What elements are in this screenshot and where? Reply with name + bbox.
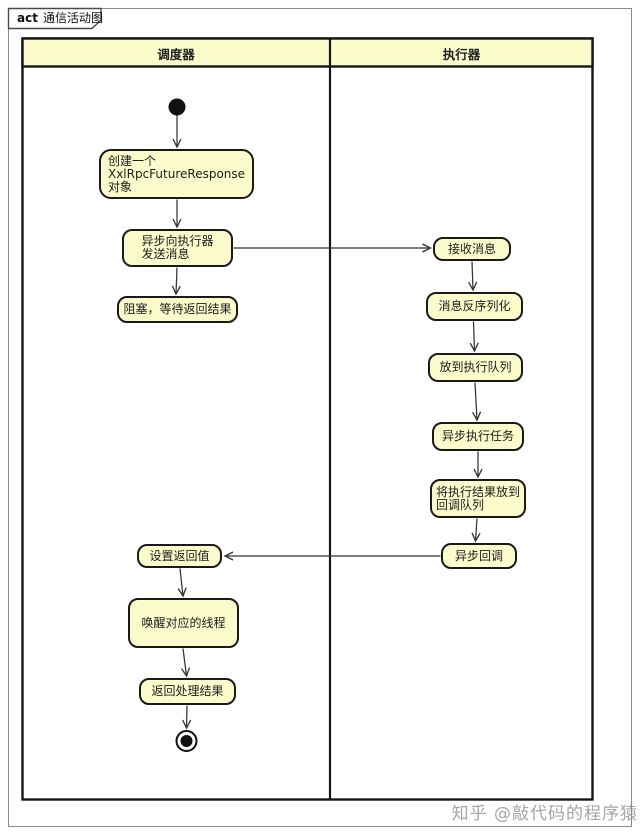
activity-block-wait-result: 阻塞，等待返回结果 (117, 296, 238, 323)
flow-arrow-wake-return (180, 648, 191, 678)
activity-label: 阻塞，等待返回结果 (123, 302, 232, 316)
flow-arrow-return-end (182, 705, 192, 730)
lane-header-scheduler: 调度器 (157, 46, 195, 62)
activity-label: 设置返回值 (149, 548, 210, 563)
end-node-inner-dot (180, 735, 193, 747)
activity-label: 消息反序列化 (438, 299, 511, 313)
frame-title-tab (7, 7, 102, 30)
activity-deserialize-message: 消息反序列化 (426, 292, 523, 321)
activity-put-exec-queue: 放到执行队列 (428, 353, 523, 382)
activity-label: 返回处理结果 (151, 684, 224, 698)
flow-arrow-deserialize-queue (469, 321, 479, 353)
activity-create-future-response: 创建一个 XxlRpcFutureResponse 对象 (99, 149, 254, 199)
outer-frame (8, 8, 632, 827)
activity-label: 异步向执行器 发送消息 (141, 234, 214, 261)
flow-arrow-queue-execute (472, 382, 482, 422)
flow-arrows (171, 115, 483, 730)
activity-wake-thread: 唤醒对应的线程 (128, 598, 239, 648)
flow-arrow-receive-deserialize (468, 261, 478, 292)
activity-return-result: 返回处理结果 (139, 678, 236, 705)
flow-arrow-setreturn-wake (177, 568, 187, 598)
activity-send-message-async: 异步向执行器 发送消息 (122, 229, 233, 267)
frame-title-text: 通信活动图 (42, 11, 103, 25)
activity-label: 异步回调 (454, 548, 503, 563)
lane-header-executor: 执行器 (442, 46, 481, 62)
flow-arrow-cbqueue-callback (471, 518, 481, 543)
activity-label: 接收消息 (447, 241, 496, 256)
activity-label: 唤醒对应的线程 (141, 615, 226, 630)
activity-receive-message: 接收消息 (433, 237, 511, 261)
activity-label: 创建一个 XxlRpcFutureResponse 对象 (107, 153, 246, 194)
start-node (168, 98, 186, 116)
activity-set-return-value: 设置返回值 (137, 544, 222, 568)
activity-async-callback: 异步回调 (441, 543, 517, 569)
frame-keyword: act (17, 11, 38, 25)
frame-title: act 通信活动图 (17, 11, 103, 25)
zhihu-watermark: 知乎 @敲代码的程序猿 (451, 804, 638, 824)
lane-header-row (21, 37, 594, 68)
activity-label: 将执行结果放到 回调队列 (435, 484, 520, 512)
flow-arrow-send-block (171, 267, 181, 296)
activity-execute-task-async: 异步执行任务 (432, 422, 524, 451)
activity-label: 异步执行任务 (441, 429, 514, 443)
activity-put-callback-queue: 将执行结果放到 回调队列 (430, 479, 526, 518)
activity-label: 放到执行队列 (439, 360, 512, 374)
